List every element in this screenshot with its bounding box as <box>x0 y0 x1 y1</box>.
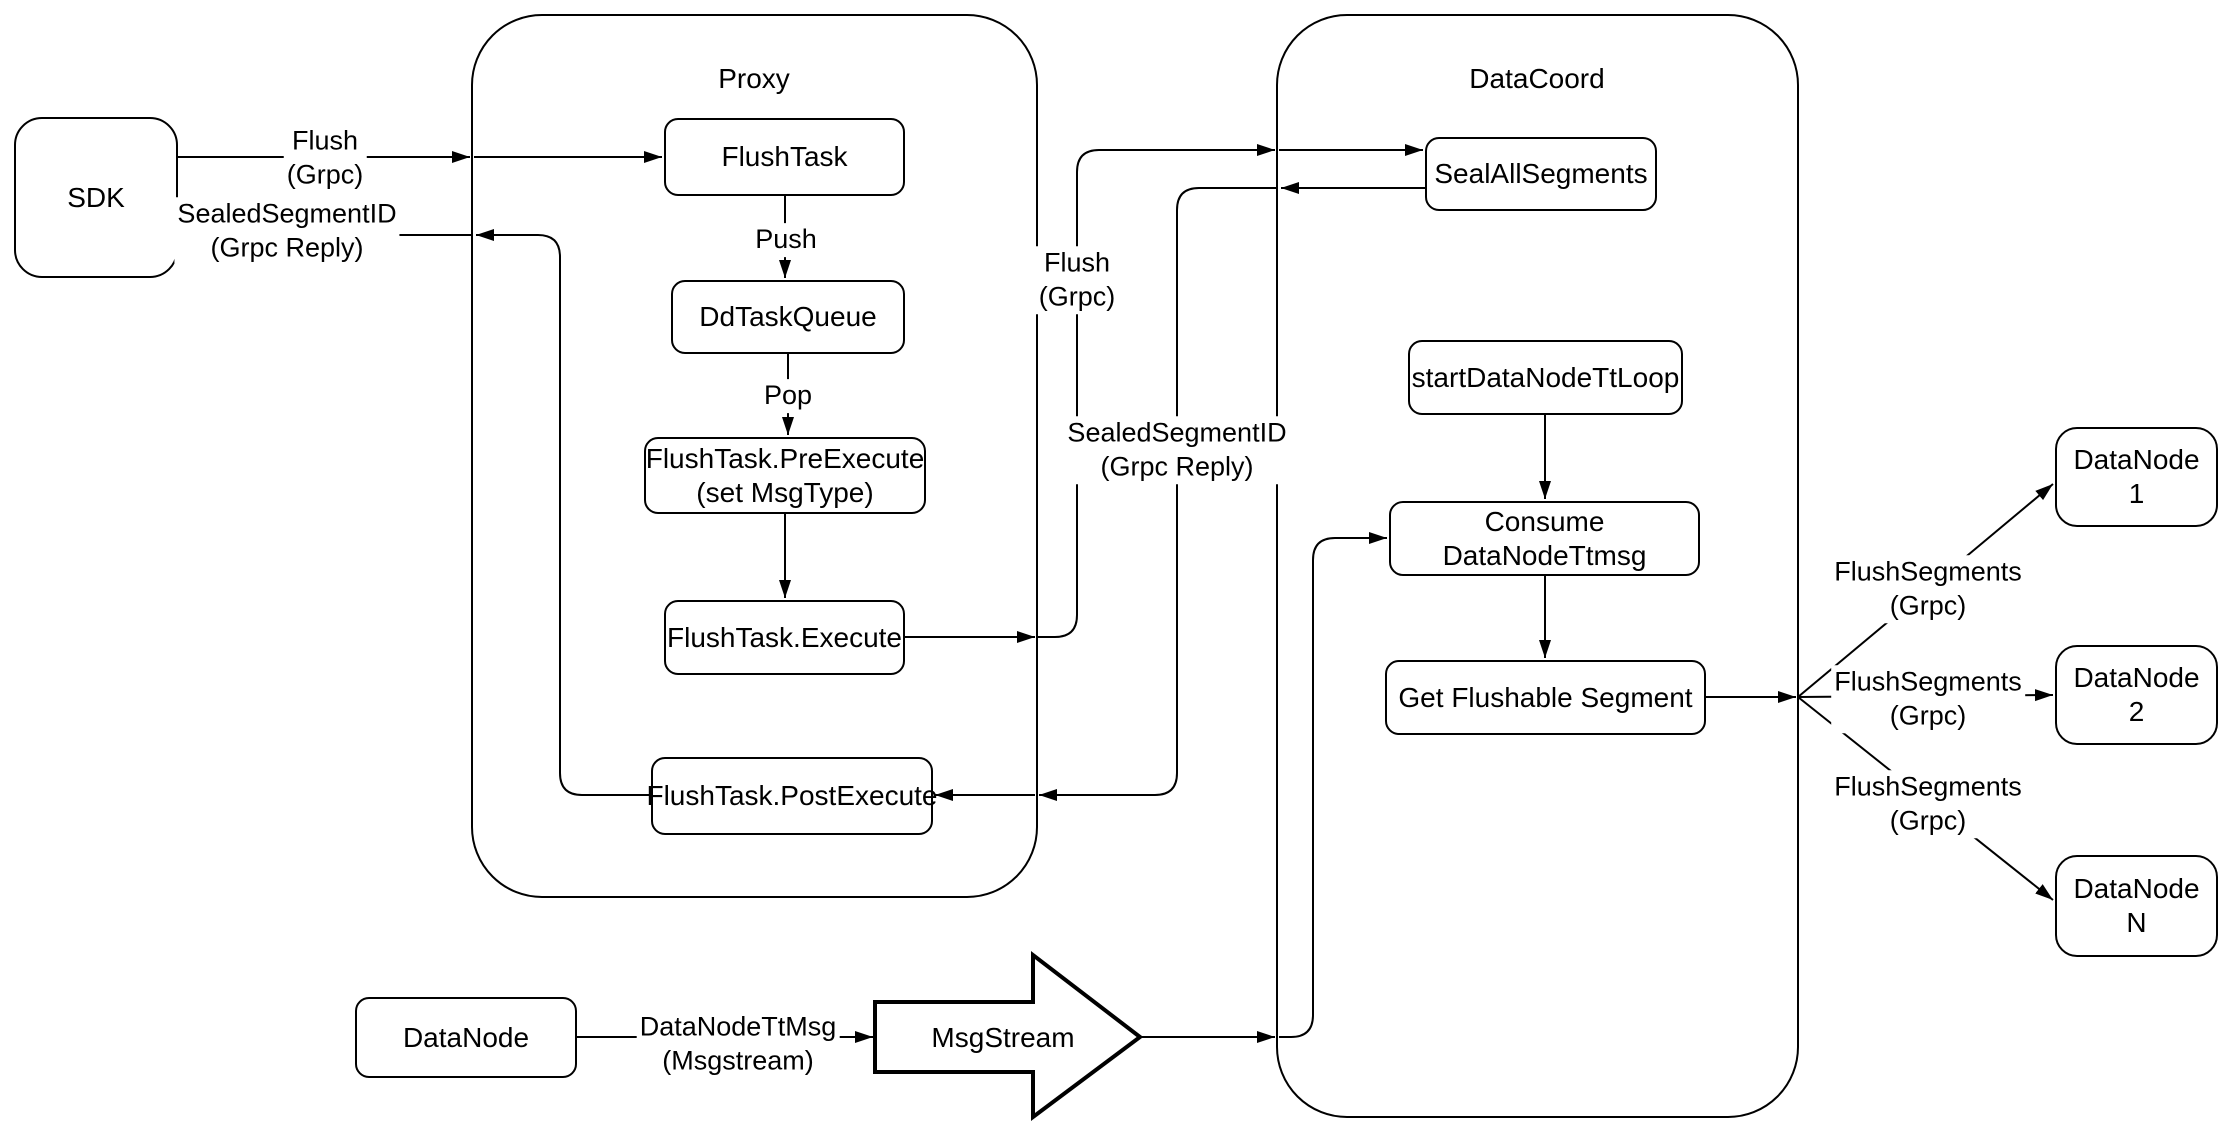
edge-label-sealedsegmentid-mid: SealedSegmentID (Grpc Reply) <box>1064 416 1290 484</box>
datacoord-container <box>1276 14 1799 1118</box>
node-get-flushable-segment: Get Flushable Segment <box>1385 660 1706 735</box>
node-datanode-2: DataNode 2 <box>2055 645 2218 745</box>
datacoord-container-title: DataCoord <box>1469 63 1605 94</box>
proxy-container-title: Proxy <box>718 63 790 94</box>
edge-label-pop: Pop <box>760 379 816 413</box>
node-flushtask-preexecute: FlushTask.PreExecute (set MsgType) <box>644 437 926 514</box>
edge-label-flushsegments-3: FlushSegments (Grpc) <box>1831 770 2025 838</box>
edge-label-flush-grpc-mid: Flush (Grpc) <box>1035 246 1119 314</box>
node-startdatanodettloop: startDataNodeTtLoop <box>1408 340 1683 415</box>
node-datanode-1: DataNode 1 <box>2055 427 2218 527</box>
node-flushtask-execute: FlushTask.Execute <box>664 600 905 675</box>
edge-flush-to-datacoord-border <box>1037 144 1275 638</box>
msgstream-block-arrow <box>873 950 1144 1121</box>
edge-label-datanodettmsg: DataNodeTtMsg (Msgstream) <box>636 1010 840 1078</box>
edge-postexecute-to-proxy-border <box>476 229 651 796</box>
proxy-container <box>471 14 1038 898</box>
node-sdk: SDK <box>14 117 178 278</box>
node-datanode: DataNode <box>355 997 577 1078</box>
msgstream-label: MsgStream <box>931 1022 1075 1053</box>
node-consume-datanodettmsg: Consume DataNodeTtmsg <box>1389 501 1700 576</box>
node-flushtask: FlushTask <box>664 118 905 196</box>
edge-label-flushsegments-2: FlushSegments (Grpc) <box>1831 665 2025 733</box>
edge-border-to-consume <box>1279 532 1387 1038</box>
edge-label-flush-grpc-sdk: Flush (Grpc) <box>283 124 367 192</box>
node-sealallsegments: SealAllSegments <box>1425 137 1657 211</box>
node-flushtask-preexecute-line2: (set MsgType) <box>696 476 874 508</box>
node-datanode-n: DataNode N <box>2055 855 2218 957</box>
edge-label-sealedsegmentid-sdk: SealedSegmentID (Grpc Reply) <box>174 197 400 265</box>
edge-label-flushsegments-1: FlushSegments (Grpc) <box>1831 555 2025 623</box>
edge-reply-to-proxy-border <box>1039 187 1277 801</box>
node-flushtask-postexecute: FlushTask.PostExecute <box>646 757 938 835</box>
node-ddtaskqueue: DdTaskQueue <box>671 280 905 354</box>
edge-label-push: Push <box>752 223 820 257</box>
node-flushtask-preexecute-line1: FlushTask.PreExecute <box>645 442 925 474</box>
